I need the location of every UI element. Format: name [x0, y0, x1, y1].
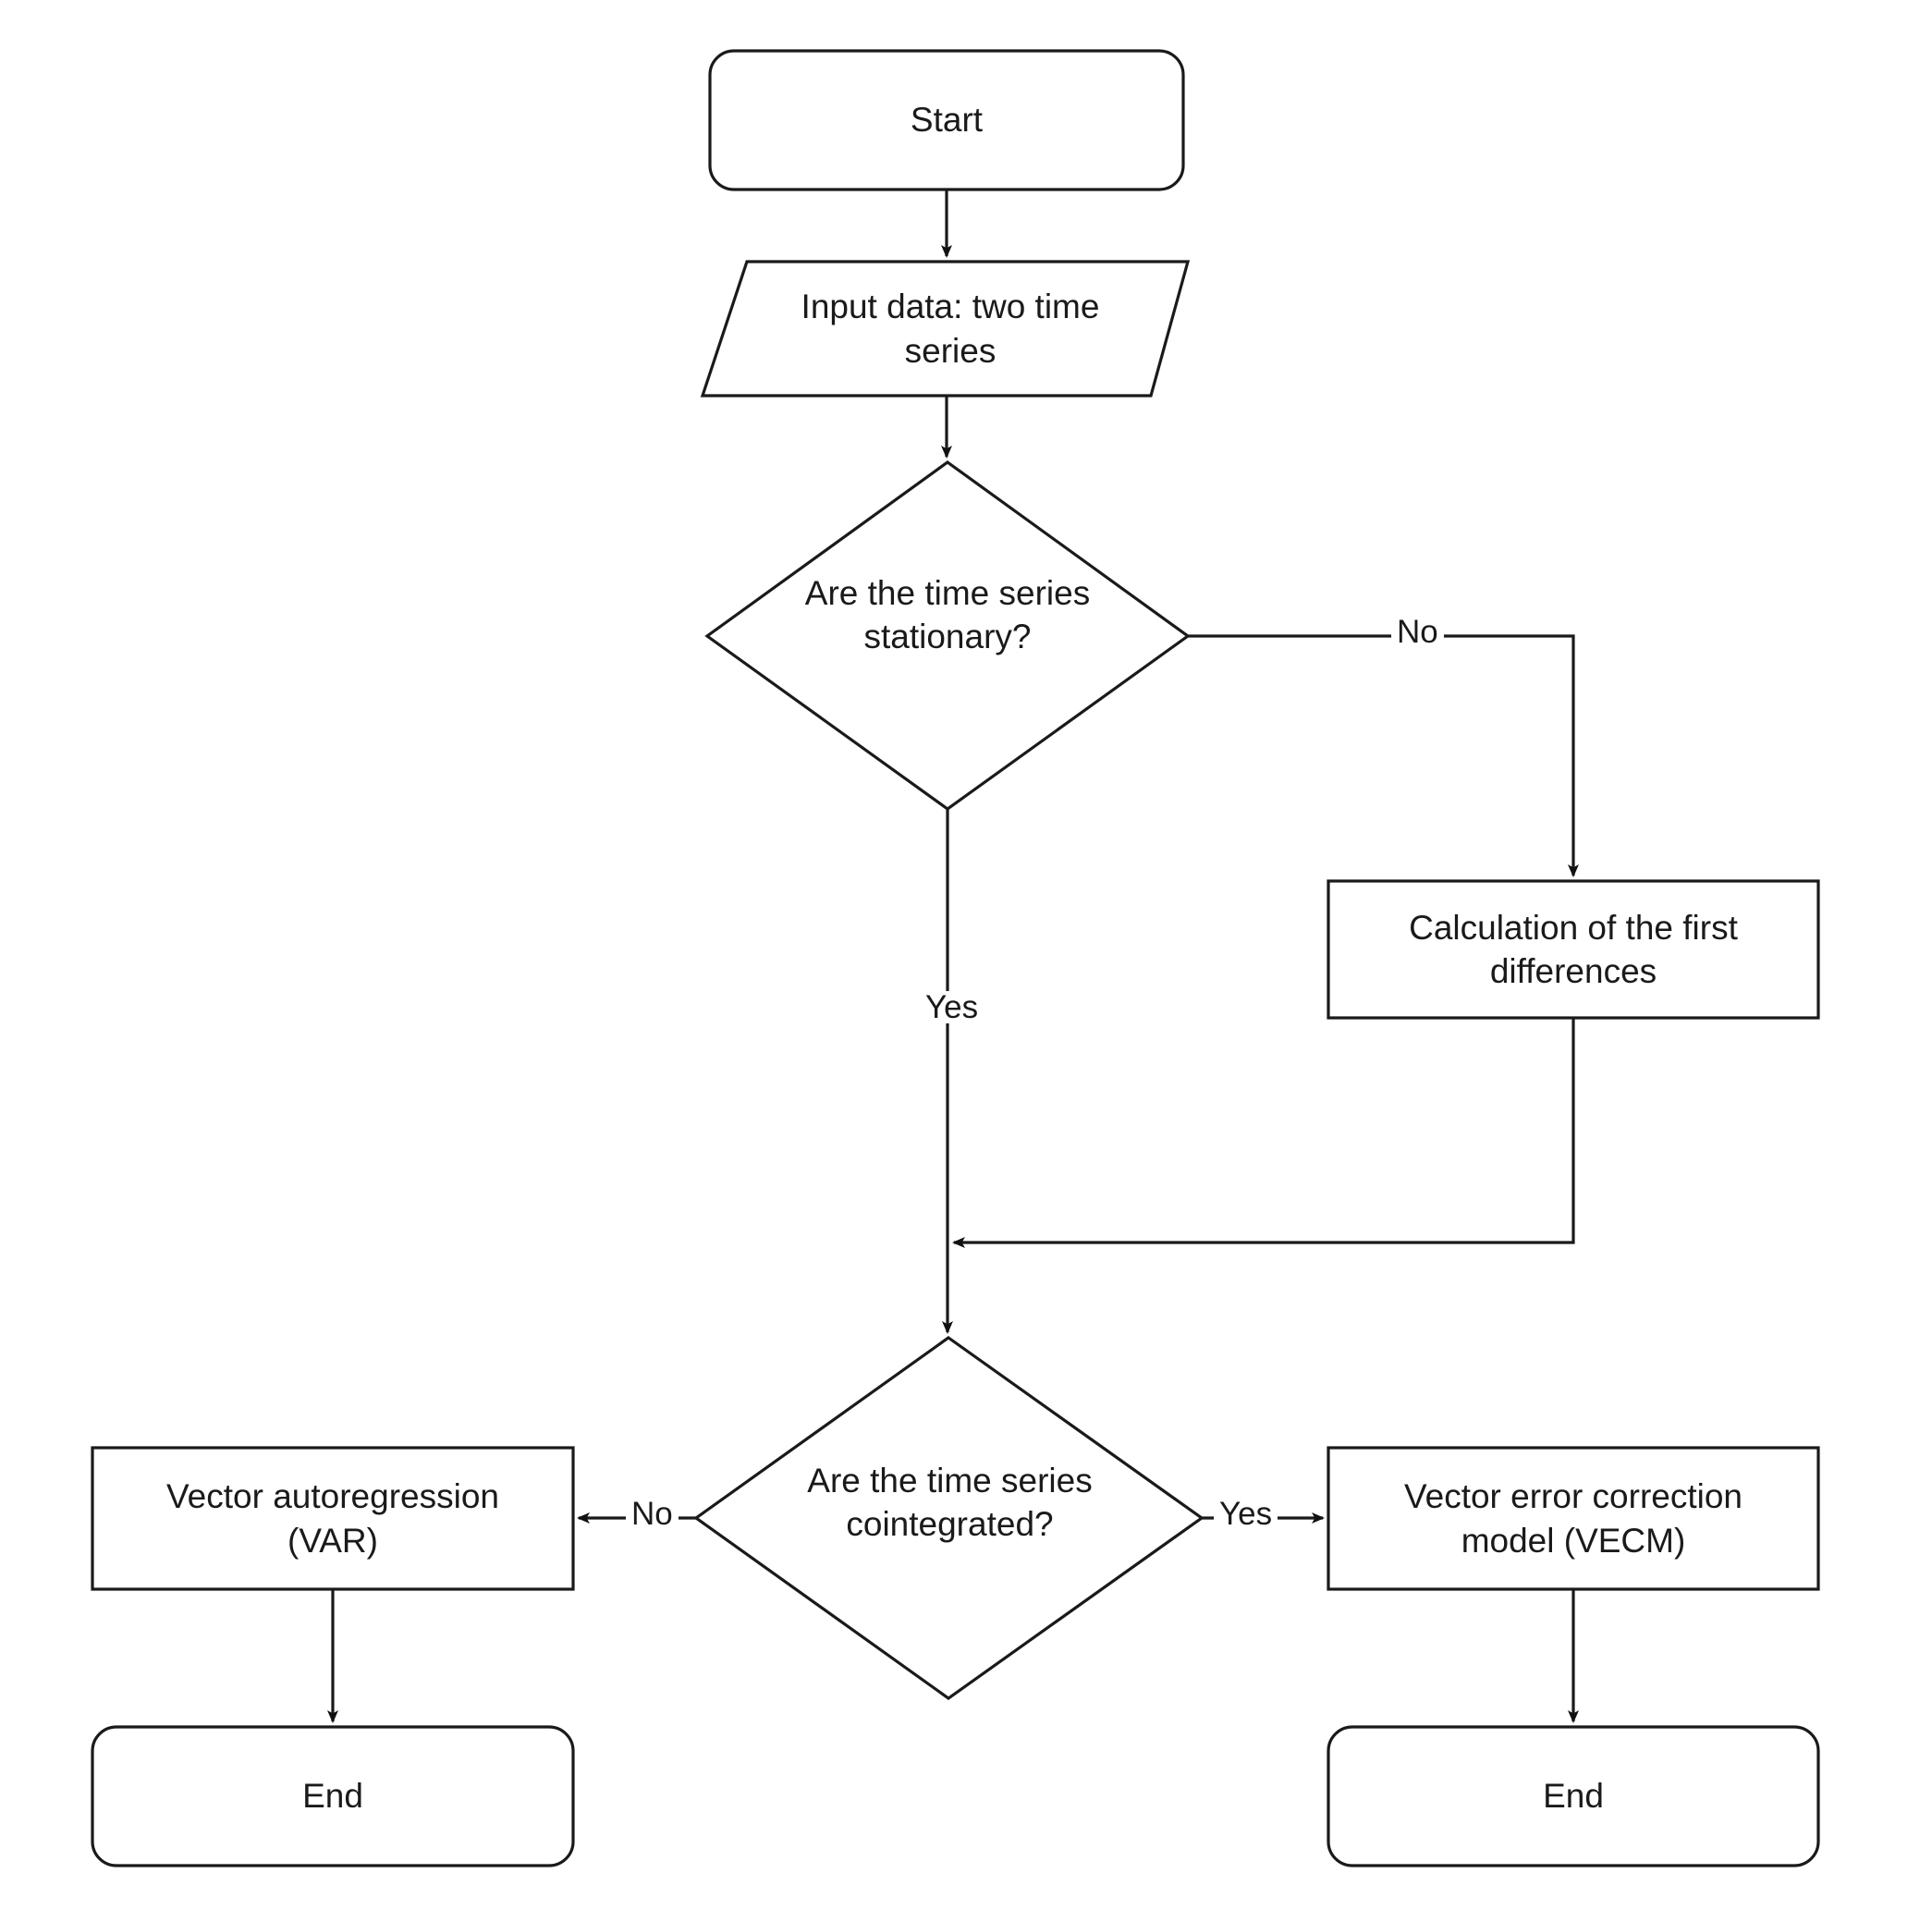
- node-vecm-model[interactable]: [1328, 1448, 1818, 1589]
- edge-decision1-no-path: [1188, 634, 1579, 877]
- node-end-left-shape: [91, 1725, 575, 1867]
- edge-firstdiff-merge-path: [952, 1018, 1575, 1248]
- node-decision-stationary[interactable]: [707, 462, 1188, 809]
- node-end-right-shape: [1327, 1725, 1820, 1867]
- edge-label-no-stationary: No: [1391, 616, 1444, 648]
- node-start[interactable]: [710, 51, 1183, 190]
- node-first-differences[interactable]: [1328, 881, 1818, 1018]
- node-input-data[interactable]: [703, 262, 1188, 396]
- node-decision-cointegrated-shape: [693, 1336, 1204, 1700]
- node-var-model[interactable]: [92, 1448, 573, 1589]
- node-end-left[interactable]: [92, 1727, 573, 1866]
- node-end-right[interactable]: [1328, 1727, 1818, 1866]
- edge-label-yes-stationary: Yes: [920, 991, 984, 1023]
- edge-label-yes-cointegrated: Yes: [1214, 1498, 1278, 1530]
- node-decision-cointegrated[interactable]: [696, 1338, 1202, 1698]
- edge-label-no-cointegrated: No: [626, 1498, 679, 1530]
- node-input-data-shape: [700, 260, 1191, 398]
